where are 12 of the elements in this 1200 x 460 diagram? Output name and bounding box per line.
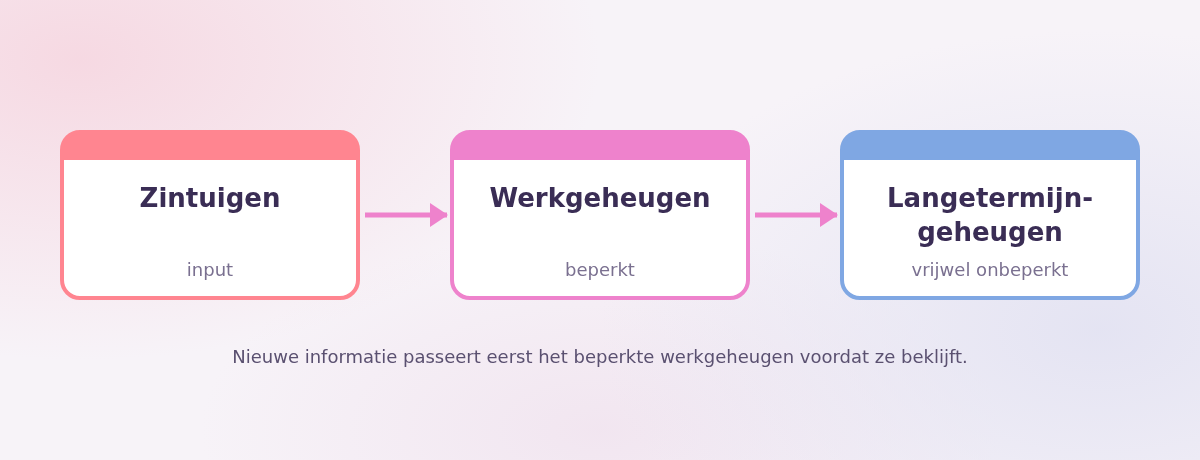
box-title: Zintuigen xyxy=(138,182,282,215)
memory-card xyxy=(840,130,1140,300)
caption: Nieuwe informatie passeert eerst het beperkte werkgeheugen voordat ze beklijft. xyxy=(232,345,968,369)
arrow xyxy=(365,203,448,227)
memory-card xyxy=(450,130,750,300)
box-subtitle: vrijwel onbeperkt xyxy=(910,258,1070,282)
box-title: Langetermijn- geheugen xyxy=(886,182,1094,249)
box-subtitle: beperkt xyxy=(564,258,636,282)
box-title: Werkgeheugen xyxy=(488,182,712,215)
memory-card xyxy=(60,130,360,300)
arrow xyxy=(755,203,838,227)
box-subtitle: input xyxy=(185,258,235,282)
